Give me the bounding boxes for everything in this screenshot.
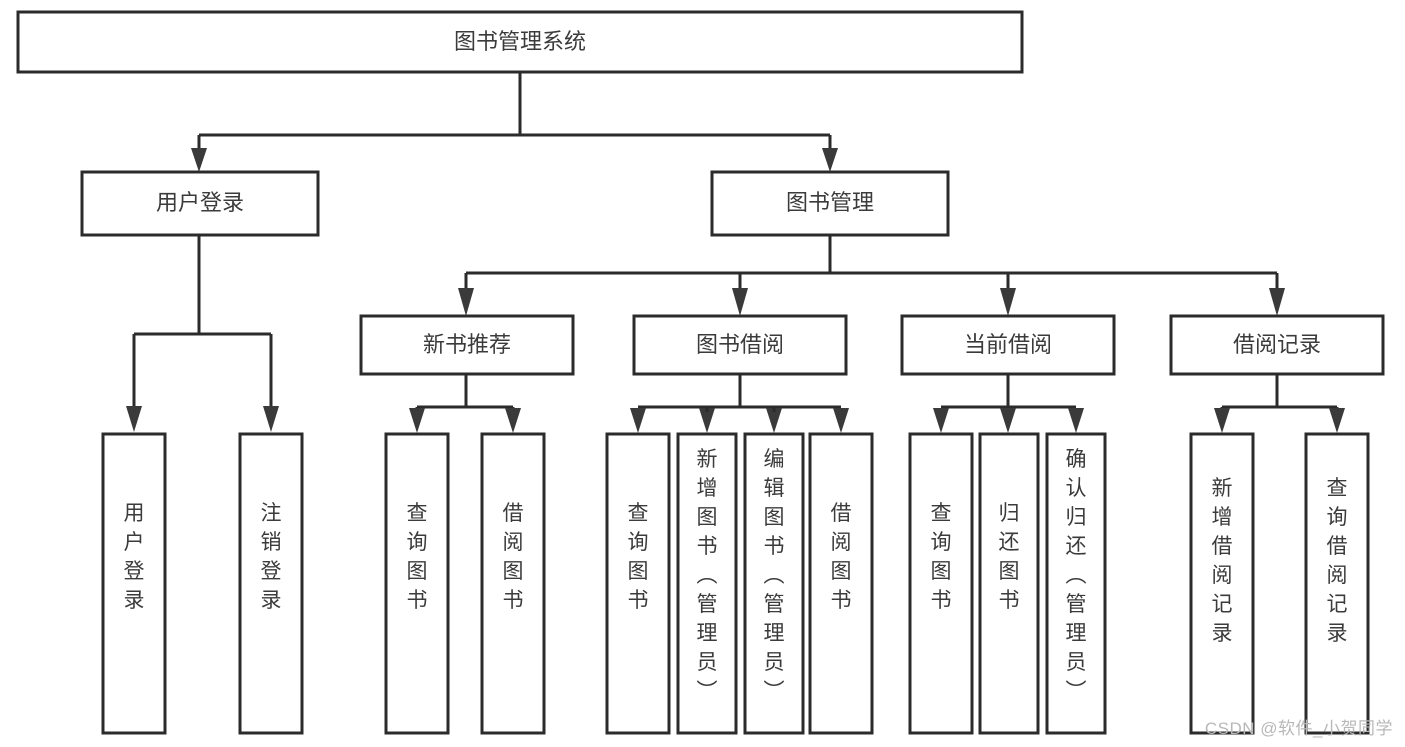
book-borrow-box[interactable] [632,314,848,376]
leaf-nb-query-label: 查询图书 [407,502,428,612]
current-borrow-box[interactable] [900,314,1116,376]
root-box[interactable] [16,10,1024,74]
arrow-head-user-login [191,148,207,172]
borrow-record-box[interactable] [1169,314,1385,376]
leaf-node[interactable]: 用户登录 [101,432,167,735]
leaf-nb-borrow-box[interactable] [480,432,546,735]
leaf-logout-label: 注销登录 [261,502,282,612]
leaf-bb-add-label: 新增图书︵管理员︶ [697,448,718,703]
leaf-cb-confirm-box[interactable] [1045,432,1107,735]
leaf-logout-box[interactable] [238,432,304,735]
connectors [126,73,1345,433]
leaf-cb-return-box[interactable] [978,432,1040,735]
borrow-record-label: 借阅记录 [1233,332,1321,357]
arrow-head-current [1000,288,1016,316]
leaf-bb-edit-box[interactable] [743,432,805,735]
arrow-head-bb-leaf2 [699,408,715,433]
leaf-node[interactable]: 新增图书︵管理员︶ [676,432,738,735]
arrow-head-cb-leaf1 [933,408,949,433]
arrow-head-book-manage [822,148,838,172]
arrow-head-borrow [732,288,748,316]
arrow-head-bb-leaf1 [630,408,646,433]
book-borrow-label: 图书借阅 [696,332,784,357]
leaf-node[interactable]: 注销登录 [238,432,304,735]
leaf-node[interactable]: 借阅图书 [480,432,546,735]
leaf-br-query-box[interactable] [1304,432,1370,735]
node-borrow-record[interactable]: 借阅记录 [1169,314,1385,376]
arrow-head-newbook [458,288,474,316]
book-manage-label: 图书管理 [786,190,874,215]
arrow-head-bb-leaf4 [833,408,849,433]
node-book-borrow[interactable]: 图书借阅 [632,314,848,376]
node-root[interactable]: 图书管理系统 [16,10,1024,74]
leaf-cb-return-label: 归还图书 [999,502,1020,612]
leaf-br-query-label: 查询借阅记录 [1327,477,1348,645]
user-login-box[interactable] [80,170,320,237]
arrow-head-nb-leaf1 [409,408,425,433]
leaf-node[interactable]: 新增借阅记录 [1189,432,1255,735]
leaf-node[interactable]: 查询图书 [605,432,671,735]
leaf-node[interactable]: 查询图书 [384,432,450,735]
node-new-book-recommend[interactable]: 新书推荐 [359,314,575,376]
leaf-user-login-box[interactable] [101,432,167,735]
node-user-login[interactable]: 用户登录 [80,170,320,237]
leaf-node[interactable]: 查询借阅记录 [1304,432,1370,735]
leaf-node[interactable]: 确认归还︵管理员︶ [1045,432,1107,735]
node-current-borrow[interactable]: 当前借阅 [900,314,1116,376]
leaf-node[interactable]: 查询图书 [908,432,974,735]
leaf-node[interactable]: 借阅图书 [808,432,874,735]
leaf-bb-add-box[interactable] [676,432,738,735]
leaf-nb-query-box[interactable] [384,432,450,735]
leaf-bb-edit-label: 编辑图书︵管理员︶ [764,448,785,703]
leaf-nb-borrow-label: 借阅图书 [503,502,524,612]
leaf-cb-query-box[interactable] [908,432,974,735]
arrow-head-nb-leaf2 [505,408,521,433]
leaf-node[interactable]: 编辑图书︵管理员︶ [743,432,805,735]
user-login-label: 用户登录 [156,190,244,215]
new-book-recommend-label: 新书推荐 [423,332,511,357]
leaf-cb-confirm-label: 确认归还︵管理员︶ [1066,448,1087,703]
csdn-watermark: CSDN @软件_小贺同学 [1204,719,1393,738]
arrow-head-bb-leaf3 [766,408,782,433]
node-book-manage[interactable]: 图书管理 [710,170,950,237]
leaf-bb-query-label: 查询图书 [628,502,649,612]
arrow-head-record [1269,288,1285,316]
root-label: 图书管理系统 [454,29,586,54]
leaf-user-login-label: 用户登录 [124,502,145,612]
leaf-br-add-box[interactable] [1189,432,1255,735]
arrow-head-br-leaf1 [1214,408,1230,433]
arrow-head-br-leaf2 [1329,408,1345,433]
leaf-node[interactable]: 归还图书 [978,432,1040,735]
arrow-head-leaf-user-login [126,406,142,432]
book-manage-box[interactable] [710,170,950,237]
current-borrow-label: 当前借阅 [964,332,1052,357]
new-book-recommend-box[interactable] [359,314,575,376]
leaf-br-add-label: 新增借阅记录 [1212,477,1233,645]
arrow-head-leaf-logout [263,406,279,432]
leaf-bb-query-box[interactable] [605,432,671,735]
arrow-head-cb-leaf2 [1000,408,1016,433]
arrow-head-cb-leaf3 [1068,408,1084,433]
leaf-bb-borrow-box[interactable] [808,432,874,735]
leaf-cb-query-label: 查询图书 [931,502,952,612]
leaf-bb-borrow-label: 借阅图书 [831,502,852,612]
